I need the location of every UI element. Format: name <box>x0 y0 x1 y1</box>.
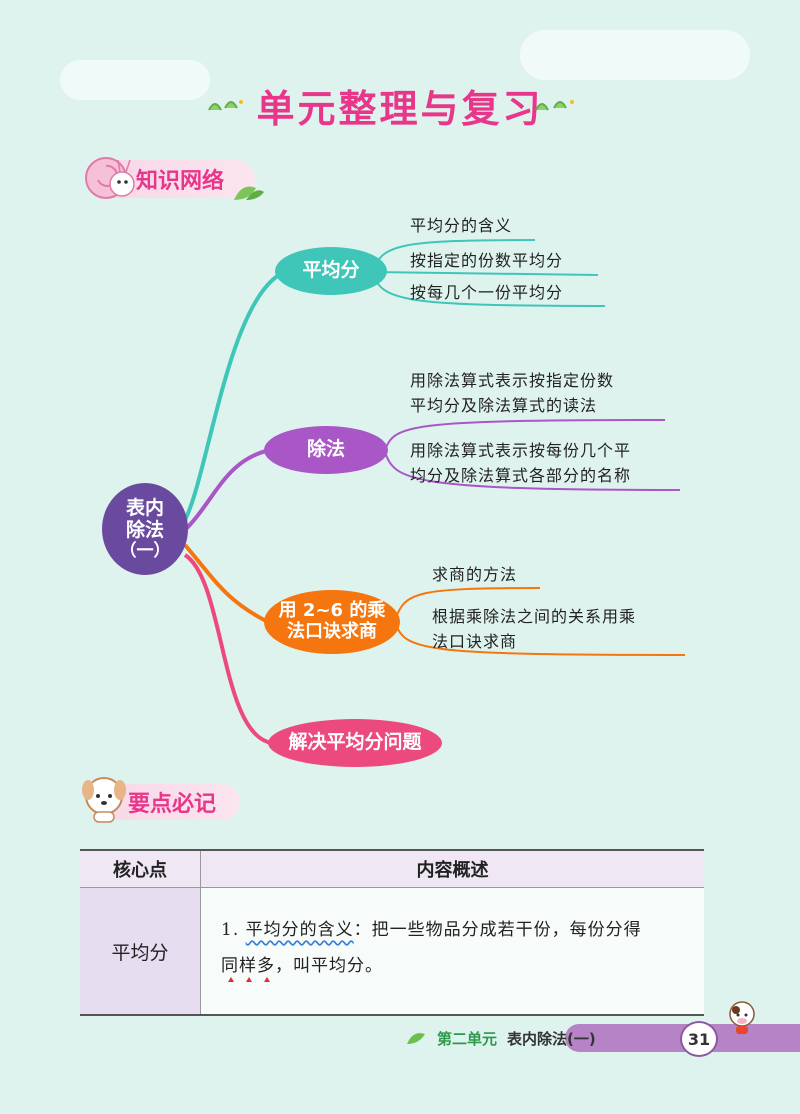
content-rest: ：把一些物品分成若干份，每份分得 <box>353 920 642 940</box>
leaf-line-teal <box>371 271 599 276</box>
branch-node-solve-problems: 解决平均分问题 <box>288 731 422 754</box>
table-header-content: 内容概述 <box>200 849 704 888</box>
content-underlined-term: 平均分的含义 <box>245 920 354 940</box>
leaf-decoration-icon <box>234 186 264 200</box>
leaf-line-orange <box>394 587 541 621</box>
branch-node-shape-teal <box>275 247 387 295</box>
leaf-item: 均分及除法算式各部分的名称 <box>410 466 632 485</box>
emphasis-char: 同 <box>221 956 239 976</box>
leaf-icon <box>407 1033 425 1044</box>
mind-map-lines <box>102 239 686 767</box>
branch-node-average: 平均分 <box>302 259 360 282</box>
branch-orange-line-1: 用 2~6 的乘 <box>278 600 386 622</box>
emphasis-char: 样 <box>239 956 257 976</box>
page-title: 单元整理与复习 <box>256 87 544 131</box>
emphasis-char: 多 <box>257 956 275 976</box>
branch-node-shape-purple <box>264 426 388 474</box>
root-node-shape <box>102 483 188 575</box>
leaf-item: 按指定的份数平均分 <box>410 251 564 270</box>
footer-label: 第二单元 表内除法(一) <box>405 1026 596 1050</box>
branch-line-purple <box>183 448 271 532</box>
cloud-decoration <box>60 60 210 100</box>
leaf-item: 求商的方法 <box>432 565 518 584</box>
section-title-knowledge-network: 知识网络 <box>136 169 225 194</box>
content-prefix: 1. <box>221 920 246 940</box>
root-line-3: （一） <box>119 541 171 562</box>
snail-mascot-icon <box>85 157 135 199</box>
branch-line-teal <box>183 268 291 521</box>
sprig-right-icon <box>535 100 574 111</box>
root-line-1: 表内 <box>125 497 164 520</box>
branch-node-division: 除法 <box>306 438 345 461</box>
branch-node-shape-pink <box>268 719 442 767</box>
branch-line-orange <box>183 543 269 624</box>
cloud-decoration <box>520 30 750 80</box>
leaf-item: 根据乘除法之间的关系用乘 <box>432 607 637 626</box>
table-header-core: 核心点 <box>80 849 201 888</box>
content-tail: ，叫平均分。 <box>275 956 383 976</box>
leaf-line-purple <box>384 419 666 451</box>
root-line-2: 除法 <box>125 519 164 542</box>
leaf-item: 法口诀求商 <box>432 632 518 651</box>
root-node: 表内 除法 （一） <box>102 490 188 570</box>
leaf-item: 按每几个一份平均分 <box>410 283 564 302</box>
sprig-left-icon <box>208 100 243 111</box>
leaf-item: 用除法算式表示按每份几个平 <box>410 441 632 460</box>
table-cell-key: 平均分 <box>80 887 201 1016</box>
leaf-item: 用除法算式表示按指定份数 <box>410 371 615 390</box>
key-points-table: 核心点 内容概述 平均分 1. 平均分的含义：把一些物品分成若干份，每份分得 同… <box>80 849 704 1016</box>
leaf-item: 平均分的含义 <box>410 216 513 235</box>
branch-orange-line-2: 法口诀求商 <box>287 621 377 642</box>
leaf-item: 平均分及除法算式的读法 <box>410 396 598 415</box>
footer-chapter: 表内除法(一) <box>507 1029 596 1048</box>
cow-mascot-icon <box>729 1001 755 1034</box>
branch-node-shape-orange <box>264 590 400 654</box>
section-title-key-points: 要点必记 <box>128 792 217 817</box>
branch-node-multiplication-table: 用 2~6 的乘 法口诀求商 <box>264 594 400 650</box>
branch-line-pink <box>183 553 273 745</box>
table-cell-content: 1. 平均分的含义：把一些物品分成若干份，每份分得 同样多，叫平均分。 <box>200 887 704 1016</box>
table-row: 平均分 1. 平均分的含义：把一些物品分成若干份，每份分得 同样多，叫平均分。 <box>80 887 704 1016</box>
puppy-mascot-icon <box>82 777 126 823</box>
leaf-line-purple <box>384 451 681 491</box>
page-number: 31 <box>680 1021 718 1057</box>
leaf-line-orange <box>394 621 686 656</box>
footer-unit: 第二单元 <box>437 1029 498 1048</box>
